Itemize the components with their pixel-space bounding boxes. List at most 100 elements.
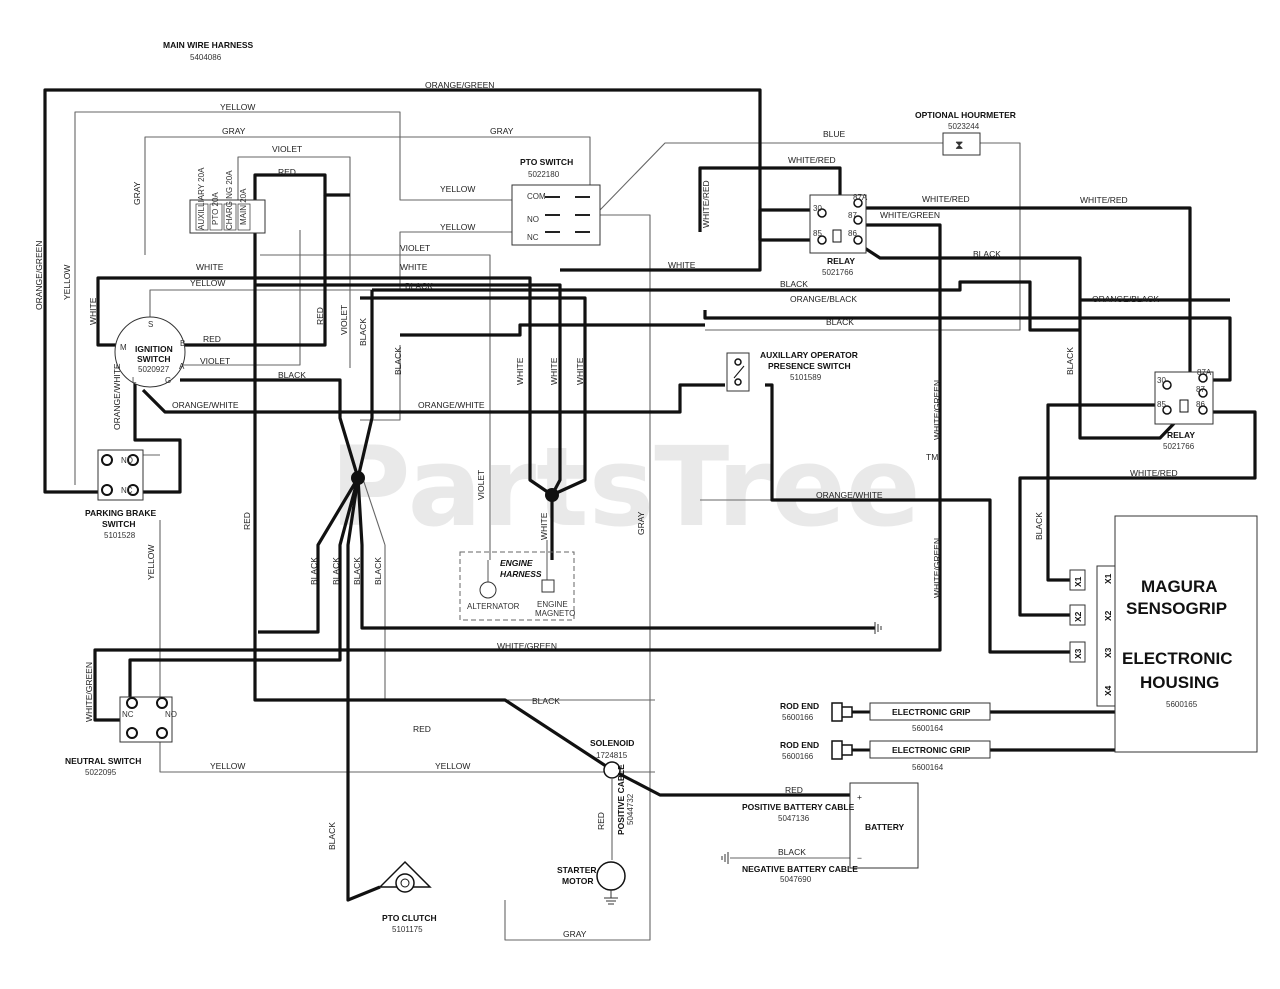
svg-text:87A: 87A (853, 193, 868, 202)
svg-text:GRAY: GRAY (132, 181, 142, 205)
magura-line-1: MAGURA (1141, 577, 1218, 596)
svg-text:BLACK: BLACK (973, 249, 1001, 259)
svg-text:BLACK: BLACK (532, 696, 560, 706)
relay-1-name: RELAY (827, 256, 855, 266)
svg-text:WHITE/RED: WHITE/RED (701, 180, 711, 228)
svg-text:ORANGE/BLACK: ORANGE/BLACK (790, 294, 857, 304)
rod-end-1-name: ROD END (780, 701, 819, 711)
svg-text:ORANGE/WHITE: ORANGE/WHITE (418, 400, 485, 410)
svg-text:ORANGE/WHITE: ORANGE/WHITE (816, 490, 883, 500)
svg-text:87: 87 (848, 211, 857, 220)
engine-harness-name-1: ENGINE (500, 558, 533, 568)
pos-cable-part: 5047136 (778, 814, 810, 823)
svg-text:BLACK: BLACK (331, 557, 341, 585)
svg-text:X4: X4 (1103, 685, 1113, 696)
svg-text:YELLOW: YELLOW (62, 265, 72, 300)
ignition-switch: S M B A L G (114, 316, 186, 388)
aux-presence-switch (726, 352, 750, 392)
relay-1-part: 5021766 (822, 268, 854, 277)
grip-1 (869, 702, 991, 721)
svg-text:VIOLET: VIOLET (272, 144, 302, 154)
junction-dot (545, 488, 559, 502)
svg-text:GRAY: GRAY (222, 126, 246, 136)
watermark-tm: TM (926, 452, 938, 462)
svg-text:WHITE: WHITE (515, 357, 525, 385)
svg-text:WHITE: WHITE (539, 512, 549, 540)
junction-dot (351, 471, 365, 485)
pto-clutch-part: 5101175 (392, 925, 423, 934)
parking-brake-name-1: PARKING BRAKE (85, 508, 156, 518)
battery-name: BATTERY (865, 822, 905, 832)
starter-name-1: STARTER (557, 865, 597, 875)
svg-text:VIOLET: VIOLET (400, 243, 430, 253)
svg-text:WHITE/RED: WHITE/RED (788, 155, 836, 165)
magura-part: 5600165 (1166, 700, 1198, 709)
svg-text:30: 30 (813, 204, 822, 213)
solenoid-part: 1724815 (596, 751, 628, 760)
rod-end-1-part: 5600166 (782, 713, 814, 722)
svg-text:30: 30 (1157, 376, 1166, 385)
svg-text:X2: X2 (1073, 611, 1083, 622)
engine-harness-name-2: HARNESS (500, 569, 542, 579)
svg-text:WHITE: WHITE (575, 357, 585, 385)
svg-text:WHITE/GREEN: WHITE/GREEN (497, 641, 557, 651)
grip-2-part: 5600164 (912, 763, 944, 772)
grip-2 (869, 740, 991, 759)
svg-text:BLACK: BLACK (1034, 512, 1044, 540)
svg-text:86: 86 (848, 229, 857, 238)
svg-text:ORANGE/GREEN: ORANGE/GREEN (34, 241, 44, 310)
hourglass-icon: ⧗ (955, 138, 963, 152)
positive-cable-vert-name: POSITIVE CABLE (616, 764, 626, 835)
svg-text:X3: X3 (1103, 647, 1113, 658)
svg-text:GRAY: GRAY (490, 126, 514, 136)
fuse-main-label: MAIN 20A (239, 188, 248, 225)
svg-text:WHITE/GREEN: WHITE/GREEN (880, 210, 940, 220)
starter-motor-icon (596, 861, 626, 891)
svg-text:BLACK: BLACK (826, 317, 854, 327)
hourmeter (942, 132, 981, 156)
magura-housing (1114, 515, 1258, 753)
magneto-label-2: MAGNETO (535, 609, 575, 618)
svg-text:NC: NC (121, 486, 133, 495)
ground-icon (874, 622, 882, 634)
svg-text:85: 85 (1157, 400, 1166, 409)
svg-text:WHITE: WHITE (196, 262, 224, 272)
neg-cable-name: NEGATIVE BATTERY CABLE (742, 864, 858, 874)
svg-text:BLACK: BLACK (778, 847, 806, 857)
svg-text:X1: X1 (1103, 573, 1113, 584)
svg-text:RED: RED (785, 785, 803, 795)
svg-text:VIOLET: VIOLET (339, 305, 349, 335)
svg-text:WHITE/RED: WHITE/RED (1080, 195, 1128, 205)
relay-2-name: RELAY (1167, 430, 1195, 440)
svg-text:VIOLET: VIOLET (476, 470, 486, 500)
ground-icon (604, 890, 618, 905)
svg-text:RED: RED (278, 167, 296, 177)
pto-switch: COM NO NC (511, 184, 601, 246)
svg-text:X3: X3 (1073, 648, 1083, 659)
rod-end-2-name: ROD END (780, 740, 819, 750)
svg-text:L: L (132, 376, 137, 385)
parking-brake-name-2: SWITCH (102, 519, 136, 529)
fuse-block: AUXILLIARY 20A PTO 20A CHARGING 20A MAIN… (189, 167, 266, 234)
port-x2: X2 (1069, 604, 1086, 626)
svg-text:BLACK: BLACK (780, 279, 808, 289)
aux-name-1: AUXILLARY OPERATOR (760, 350, 858, 360)
svg-text:YELLOW: YELLOW (190, 278, 225, 288)
svg-text:YELLOW: YELLOW (210, 761, 245, 771)
svg-text:X2: X2 (1103, 610, 1113, 621)
grip-2-name: ELECTRONIC GRIP (892, 745, 971, 755)
svg-text:COM: COM (527, 192, 546, 201)
svg-text:WHITE: WHITE (549, 357, 559, 385)
fuse-aux-label: AUXILLIARY 20A (197, 167, 206, 230)
ignition-name-2: SWITCH (137, 354, 171, 364)
pto-switch-name: PTO SWITCH (520, 157, 573, 167)
magura-line-2: SENSOGRIP (1126, 599, 1227, 618)
alternator-icon (479, 581, 497, 599)
port-x1: X1 (1069, 569, 1086, 591)
svg-text:YELLOW: YELLOW (435, 761, 470, 771)
pto-switch-part: 5022180 (528, 170, 560, 179)
svg-text:BLACK: BLACK (352, 557, 362, 585)
starter-name-2: MOTOR (562, 876, 593, 886)
aux-part: 5101589 (790, 373, 822, 382)
port-x3: X3 (1069, 641, 1086, 663)
